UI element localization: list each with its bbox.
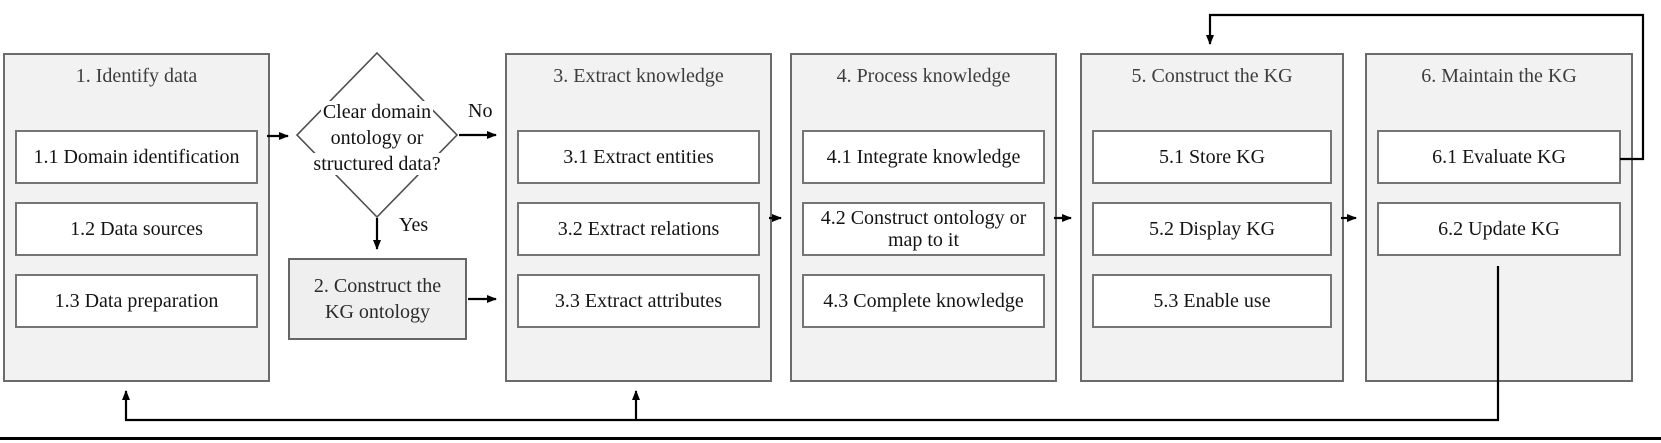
bottom-rule — [0, 437, 1661, 440]
step-box-5-1: 5.1 Store KG — [1092, 130, 1332, 184]
stage-title: 3. Extract knowledge — [553, 65, 724, 87]
stage-6-maintain-the-kg: 6. Maintain the KG 6.1 Evaluate KG 6.2 U… — [1365, 53, 1633, 382]
step-box-2-construct-kg-ontology: 2. Construct the KG ontology — [288, 258, 467, 340]
yes-edge-label: Yes — [399, 214, 429, 236]
decision-label: Clear domain ontology or structured data… — [267, 99, 487, 177]
step-box-4-2: 4.2 Construct ontology or map to it — [802, 202, 1045, 256]
ontology-box-line-2: KG ontology — [325, 301, 430, 323]
stage-3-extract-knowledge: 3. Extract knowledge 3.1 Extract entitie… — [505, 53, 772, 382]
stage-title: 4. Process knowledge — [836, 65, 1011, 87]
stage-title: 5. Construct the KG — [1131, 65, 1293, 87]
decision-label-line-3: structured data? — [311, 153, 443, 175]
decision-label-line-2: ontology or — [328, 127, 426, 149]
stage-5-construct-the-kg: 5. Construct the KG 5.1 Store KG 5.2 Dis… — [1080, 53, 1344, 382]
no-edge-label: No — [468, 100, 493, 122]
step-box-3-2: 3.2 Extract relations — [517, 202, 760, 256]
step-box-6-2: 6.2 Update KG — [1377, 202, 1621, 256]
stage-title: 1. Identify data — [75, 65, 198, 87]
step-box-5-2: 5.2 Display KG — [1092, 202, 1332, 256]
step-box-5-3: 5.3 Enable use — [1092, 274, 1332, 328]
step-box-6-1: 6.1 Evaluate KG — [1377, 130, 1621, 184]
stage-title: 6. Maintain the KG — [1421, 65, 1577, 87]
step-box-4-3: 4.3 Complete knowledge — [802, 274, 1045, 328]
step-box-1-3: 1.3 Data preparation — [15, 274, 258, 328]
step-box-3-3: 3.3 Extract attributes — [517, 274, 760, 328]
decision-label-line-1: Clear domain — [320, 101, 434, 123]
stage-1-identify-data: 1. Identify data 1.1 Domain identificati… — [3, 53, 270, 382]
step-box-1-2: 1.2 Data sources — [15, 202, 258, 256]
step-box-1-1: 1.1 Domain identification — [15, 130, 258, 184]
step-box-4-1: 4.1 Integrate knowledge — [802, 130, 1045, 184]
ontology-box-line-1: 2. Construct the — [313, 275, 442, 297]
stage-4-process-knowledge: 4. Process knowledge 4.1 Integrate knowl… — [790, 53, 1057, 382]
step-box-3-1: 3.1 Extract entities — [517, 130, 760, 184]
